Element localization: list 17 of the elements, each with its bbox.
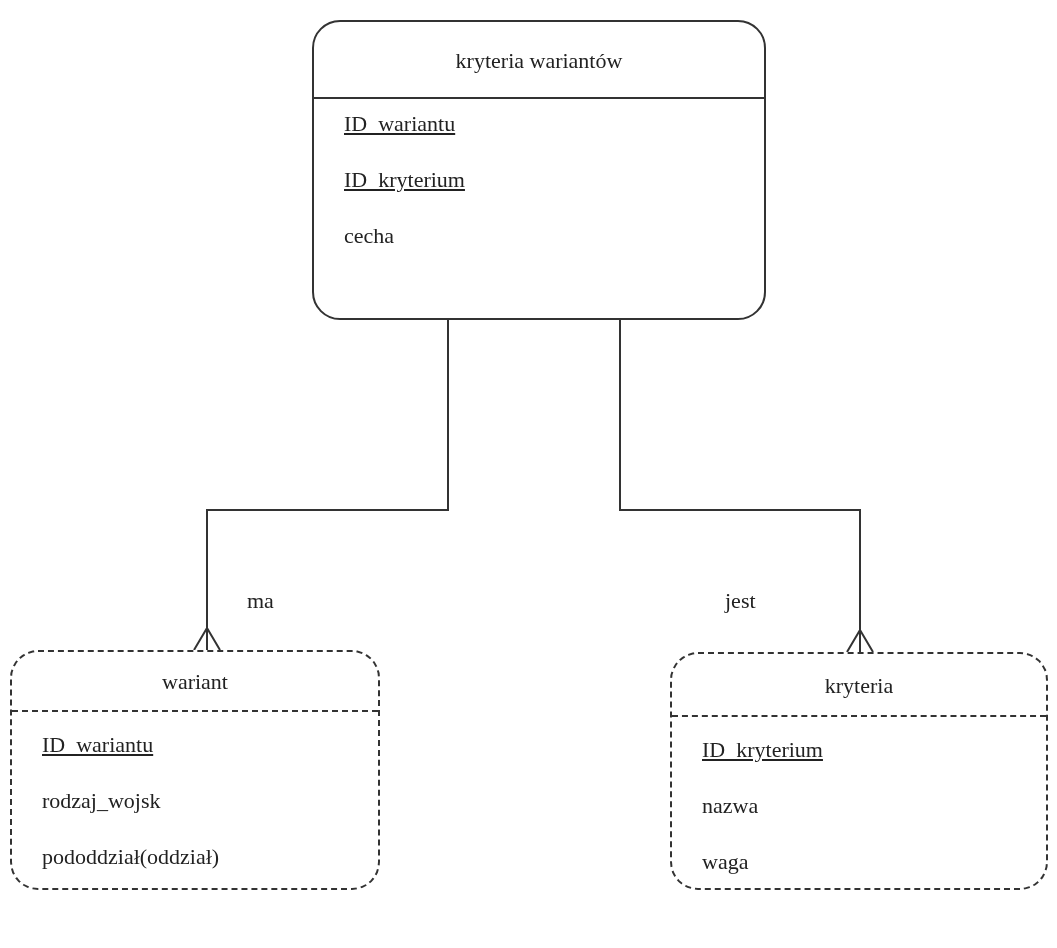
entity-box [10, 650, 380, 890]
relationship-line [193, 319, 449, 651]
attribute-name: cecha [344, 223, 395, 249]
key-attribute: ID_wariantu [344, 111, 456, 137]
entity-name: kryteria wariantów [455, 48, 623, 73]
entity-name: kryteria [824, 673, 894, 698]
entity-box [670, 652, 1048, 890]
relationship-line [619, 319, 874, 653]
entity-box [312, 20, 766, 320]
attribute-name: nazwa [702, 793, 759, 819]
key-attribute: ID_kryterium [702, 737, 823, 763]
attribute-name: waga [702, 849, 749, 875]
key-attribute: ID_kryterium [344, 167, 465, 193]
attribute-name: pododdział(oddział) [42, 844, 220, 870]
key-attribute: ID_wariantu [42, 732, 154, 758]
attribute-name: rodzaj_wojsk [42, 788, 161, 814]
entity-name: wariant [162, 669, 228, 694]
